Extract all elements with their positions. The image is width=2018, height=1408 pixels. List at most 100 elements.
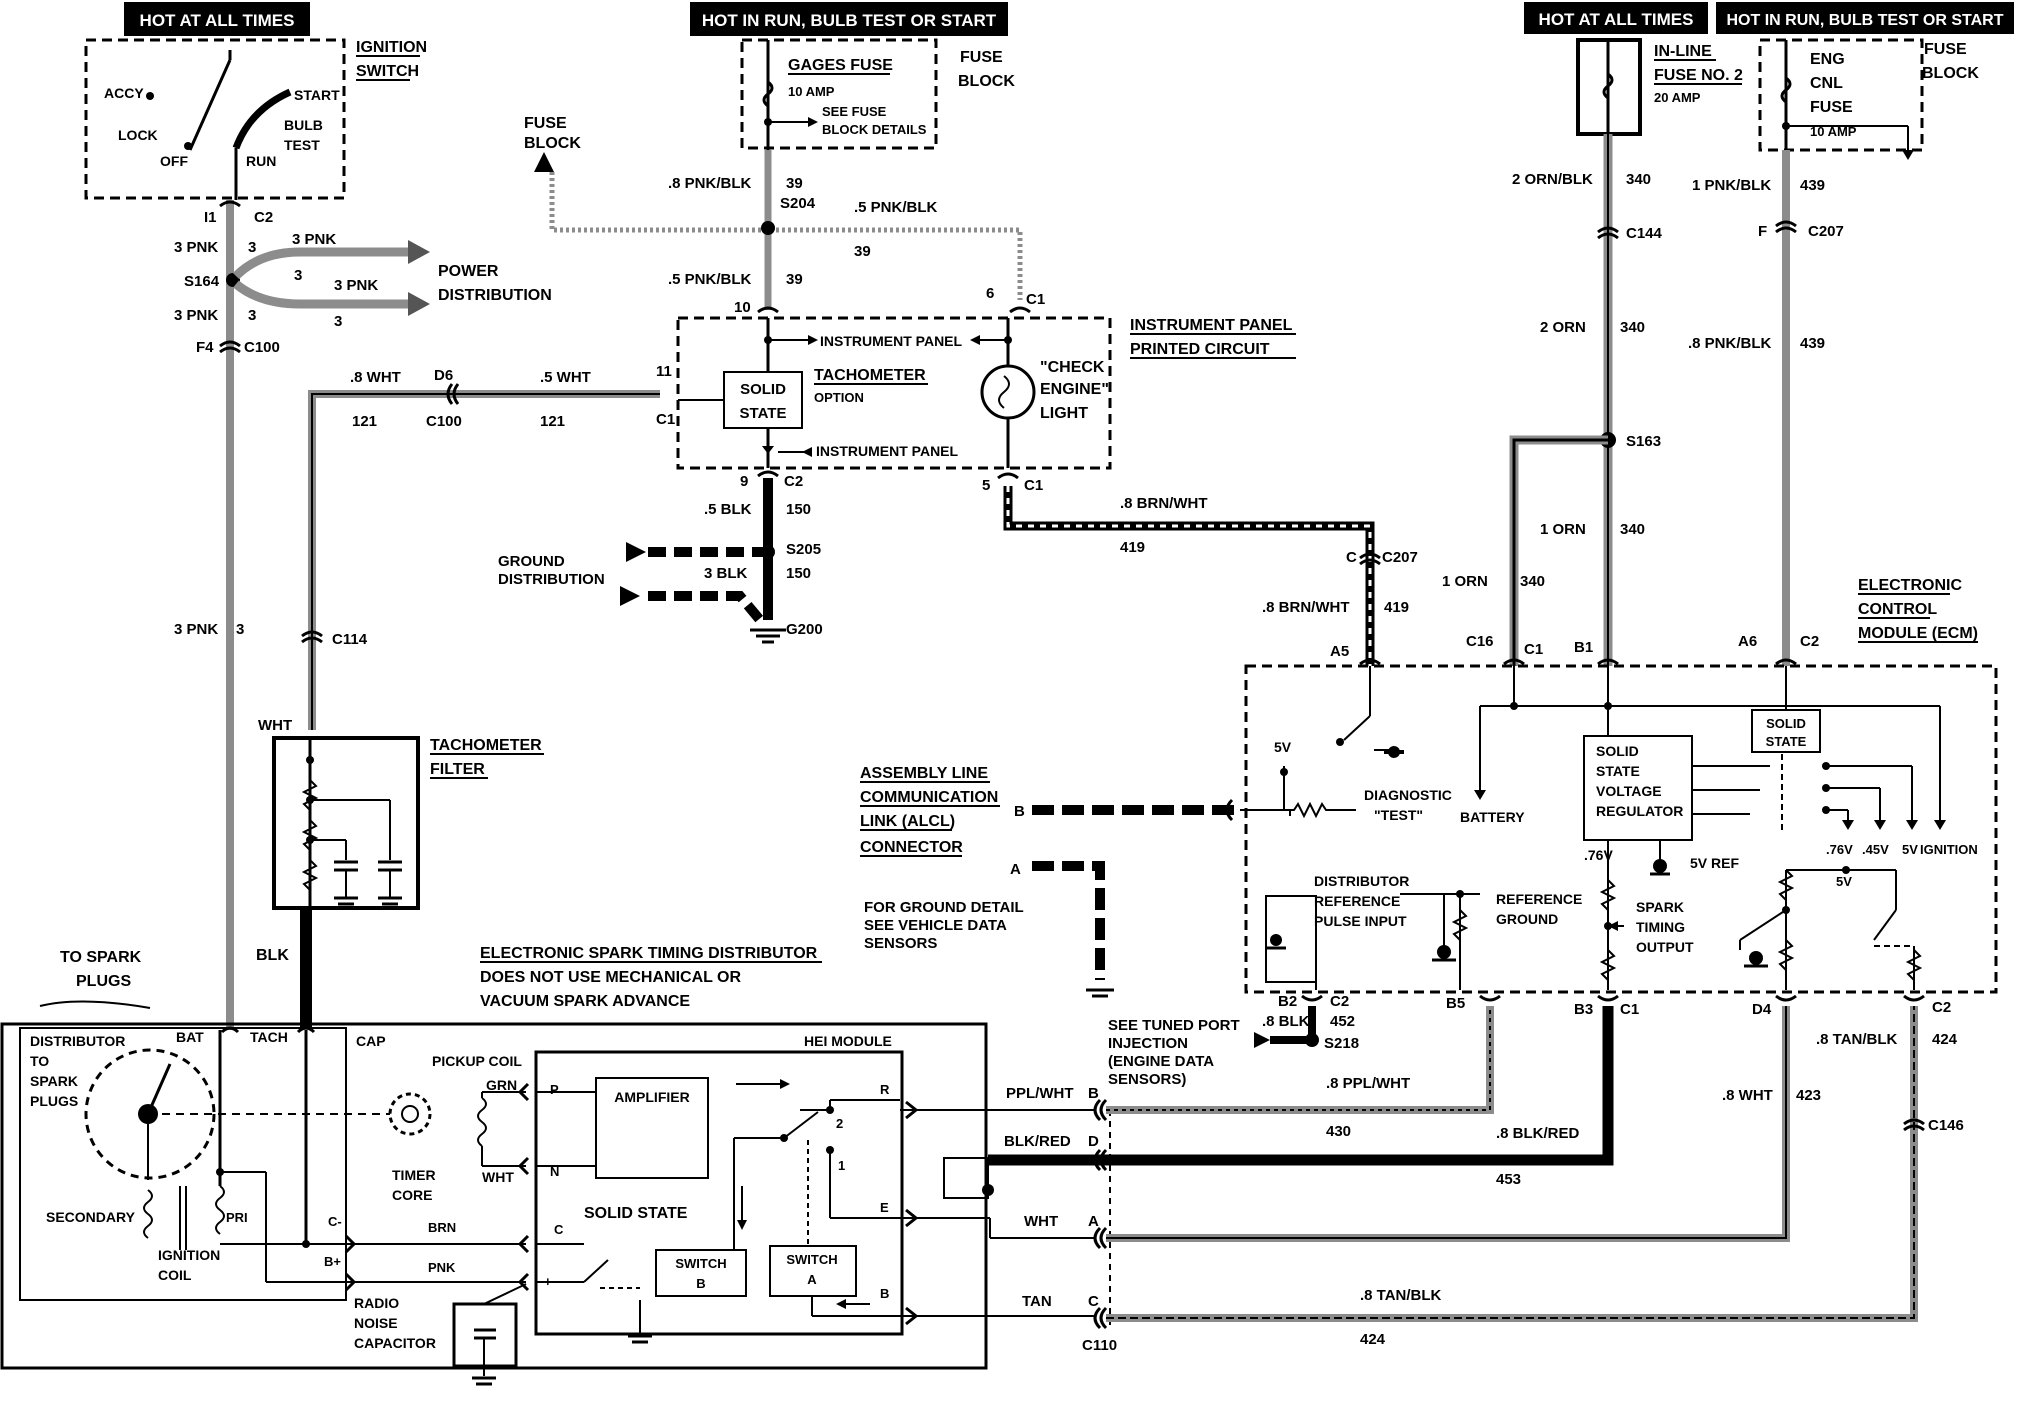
svg-text:N: N — [550, 1164, 559, 1179]
svg-text:.5 BLK: .5 BLK — [704, 501, 752, 518]
svg-text:C2: C2 — [784, 473, 803, 490]
svg-text:HOT IN RUN, BULB TEST OR START: HOT IN RUN, BULB TEST OR START — [702, 11, 997, 30]
svg-text:TACHOMETER: TACHOMETER — [430, 737, 542, 754]
svg-text:.8 PNK/BLK: .8 PNK/BLK — [1688, 335, 1772, 352]
svg-text:R: R — [880, 1082, 890, 1097]
svg-text:1: 1 — [838, 1158, 845, 1173]
svg-text:C1: C1 — [1620, 1001, 1639, 1018]
svg-text:C110: C110 — [1082, 1337, 1117, 1354]
svg-text:.8 TAN/BLK: .8 TAN/BLK — [1816, 1031, 1898, 1048]
svg-text:3: 3 — [294, 267, 302, 284]
splice-s218: .8 BLK 452 S218 SEE TUNED PORT INJECTION… — [1108, 1006, 1359, 1088]
svg-text:C207: C207 — [1382, 549, 1418, 566]
svg-text:C100: C100 — [426, 413, 462, 430]
svg-text:BAT: BAT — [176, 1029, 204, 1045]
svg-text:S164: S164 — [184, 273, 220, 290]
svg-text:C144: C144 — [1626, 225, 1663, 242]
svg-text:B3: B3 — [1574, 1001, 1593, 1018]
svg-text:150: 150 — [786, 565, 811, 582]
svg-text:STATE: STATE — [740, 405, 787, 422]
svg-text:ELECTRONIC SPARK TIMING DISTRI: ELECTRONIC SPARK TIMING DISTRIBUTOR — [480, 945, 818, 962]
svg-text:OPTION: OPTION — [814, 390, 864, 405]
svg-text:A5: A5 — [1330, 643, 1349, 660]
svg-text:5: 5 — [982, 477, 990, 494]
svg-text:B: B — [1014, 803, 1025, 820]
svg-text:PRI: PRI — [226, 1210, 248, 1225]
ignition-switch: IGNITION SWITCH ACCY LOCK OFF RUN START … — [84, 38, 427, 226]
svg-text:6: 6 — [986, 285, 994, 302]
wire-439: 1 PNK/BLK 439 F C207 .8 PNK/BLK 439 — [1688, 150, 1844, 666]
svg-text:C: C — [1346, 549, 1357, 566]
svg-text:3: 3 — [334, 313, 342, 330]
eng-cnl-fuse: ENG CNL FUSE 10 AMP FUSE BLOCK — [1758, 38, 1979, 160]
alcl-connector: ASSEMBLY LINE COMMUNICATION LINK (ALCL) … — [860, 765, 1240, 998]
svg-text:PLUGS: PLUGS — [30, 1093, 78, 1109]
svg-text:HOT AT ALL TIMES: HOT AT ALL TIMES — [140, 11, 295, 30]
header-hot-in-run-right: HOT IN RUN, BULB TEST OR START — [1716, 2, 2014, 34]
svg-text:424: 424 — [1360, 1331, 1386, 1348]
svg-text:11: 11 — [656, 363, 672, 380]
svg-text:BRN: BRN — [428, 1220, 456, 1235]
svg-text:SEE TUNED PORT: SEE TUNED PORT — [1108, 1017, 1240, 1034]
svg-text:.5 PNK/BLK: .5 PNK/BLK — [854, 199, 938, 216]
svg-text:TACH: TACH — [250, 1029, 288, 1045]
svg-text:SPARK: SPARK — [30, 1073, 78, 1089]
svg-text:PRINTED CIRCUIT: PRINTED CIRCUIT — [1130, 341, 1270, 358]
svg-text:BLOCK DETAILS: BLOCK DETAILS — [822, 122, 927, 137]
tach-wire-121: .8 WHT 121 D6 C100 .5 WHT 121 C114 WHT — [258, 367, 660, 734]
svg-text:(ENGINE DATA: (ENGINE DATA — [1108, 1053, 1214, 1070]
svg-text:SWITCH: SWITCH — [356, 63, 419, 80]
svg-text:BULB: BULB — [284, 117, 323, 133]
svg-text:SENSORS: SENSORS — [864, 935, 937, 952]
svg-text:439: 439 — [1800, 335, 1825, 352]
svg-text:MODULE (ECM): MODULE (ECM) — [1858, 625, 1978, 642]
svg-text:430: 430 — [1326, 1123, 1351, 1140]
svg-text:HOT AT ALL TIMES: HOT AT ALL TIMES — [1539, 10, 1694, 29]
svg-text:LOCK: LOCK — [118, 127, 158, 143]
svg-text:INSTRUMENT PANEL: INSTRUMENT PANEL — [1130, 317, 1293, 334]
instrument-panel: INSTRUMENT PANEL PRINTED CIRCUIT INSTRUM… — [656, 316, 1296, 494]
fuse-block-arrow: FUSE BLOCK — [524, 115, 1023, 300]
svg-text:DISTRIBUTOR: DISTRIBUTOR — [30, 1033, 125, 1049]
svg-text:"TEST": "TEST" — [1374, 807, 1423, 823]
svg-text:.8 BLK: .8 BLK — [1262, 1013, 1310, 1030]
svg-text:PNK: PNK — [428, 1260, 456, 1275]
svg-text:CONTROL: CONTROL — [1858, 601, 1937, 618]
svg-text:3 PNK: 3 PNK — [174, 621, 218, 638]
svg-text:SOLID: SOLID — [740, 381, 786, 398]
svg-text:B5: B5 — [1446, 995, 1465, 1012]
svg-text:BATTERY: BATTERY — [1460, 809, 1525, 825]
svg-text:BLK: BLK — [256, 947, 289, 964]
svg-text:3: 3 — [248, 239, 256, 256]
svg-text:CAPACITOR: CAPACITOR — [354, 1335, 436, 1351]
svg-text:COMMUNICATION: COMMUNICATION — [860, 789, 998, 806]
svg-text:B: B — [696, 1276, 705, 1291]
svg-text:C146: C146 — [1928, 1117, 1964, 1134]
svg-text:IGNITION: IGNITION — [158, 1247, 220, 1263]
svg-text:BLOCK: BLOCK — [958, 73, 1015, 90]
svg-text:CONNECTOR: CONNECTOR — [860, 839, 963, 856]
svg-text:.5 PNK/BLK: .5 PNK/BLK — [668, 271, 752, 288]
wire-340: 2 ORN/BLK 340 C144 2 ORN 340 S163 1 ORN … — [1442, 134, 1663, 666]
svg-text:INSTRUMENT PANEL: INSTRUMENT PANEL — [816, 443, 959, 459]
svg-text:S205: S205 — [786, 541, 821, 558]
svg-text:PULSE INPUT: PULSE INPUT — [1314, 913, 1407, 929]
svg-text:I1: I1 — [204, 209, 217, 226]
svg-text:5V: 5V — [1902, 842, 1918, 857]
svg-text:FUSE: FUSE — [1924, 41, 1967, 58]
svg-text:.8 WHT: .8 WHT — [350, 369, 401, 386]
svg-text:OUTPUT: OUTPUT — [1636, 939, 1694, 955]
svg-text:ELECTRONIC: ELECTRONIC — [1858, 577, 1962, 594]
svg-text:.76V: .76V — [1584, 847, 1613, 863]
svg-text:SWITCH: SWITCH — [786, 1252, 837, 1267]
svg-text:TIMING: TIMING — [1636, 919, 1685, 935]
svg-text:IGNITION: IGNITION — [356, 39, 427, 56]
svg-text:.8 PNK/BLK: .8 PNK/BLK — [668, 175, 752, 192]
svg-text:10 AMP: 10 AMP — [788, 84, 835, 99]
svg-text:ACCY: ACCY — [104, 85, 144, 101]
inline-fuse-no2: IN-LINE FUSE NO. 2 20 AMP — [1576, 38, 1743, 136]
svg-text:C2: C2 — [1330, 993, 1349, 1010]
svg-text:IGNITION: IGNITION — [1920, 842, 1978, 857]
svg-text:F4: F4 — [196, 339, 214, 356]
